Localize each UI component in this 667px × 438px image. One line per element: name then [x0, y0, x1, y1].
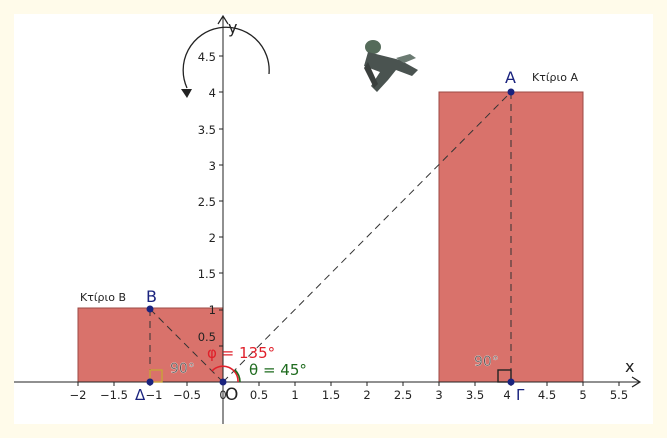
rotation-arrow-icon: [181, 26, 270, 98]
point-o: [219, 378, 227, 386]
x-tick-label: 3: [435, 388, 442, 402]
point-o-label: O: [225, 385, 238, 405]
dashed-oa: [222, 91, 512, 383]
x-axis-label: x: [625, 357, 634, 376]
x-tick-label: 1.5: [322, 388, 340, 402]
dashed-ob: [149, 308, 224, 383]
coordinate-diagram: −2 −1.5 −1 −0.5 0 0.5 1 1.5 2 2.5 3 3.5 …: [14, 14, 642, 424]
right-angle-label-a: 90°: [474, 354, 499, 370]
point-gamma: [507, 378, 515, 386]
point-delta-label: Δ: [135, 386, 146, 404]
y-tick-marks: [219, 55, 223, 347]
x-tick-label: 4.5: [538, 388, 556, 402]
x-tick-label: −1: [146, 388, 163, 402]
point-delta: [146, 378, 154, 386]
phi-arc: [211, 365, 239, 383]
x-tick-label: 0.5: [250, 388, 268, 402]
x-tick-label: 0: [219, 388, 226, 402]
x-tick-label: 5.5: [610, 388, 628, 402]
x-tick-label: 2: [363, 388, 370, 402]
y-tick-label: 2: [209, 231, 216, 245]
y-tick-label: 3.5: [198, 123, 216, 137]
theta-arc: [234, 369, 241, 383]
theta-label: θ = 45°: [249, 361, 307, 379]
point-gamma-label: Γ: [516, 386, 525, 404]
x-tick-label: −2: [70, 388, 87, 402]
right-angle-label-b: 90°: [170, 361, 195, 377]
diagram-frame: −2 −1.5 −1 −0.5 0 0.5 1 1.5 2 2.5 3 3.5 …: [14, 14, 653, 424]
y-tick-label: 4.5: [198, 50, 216, 64]
building-a-label: Κτίριο Α: [532, 71, 578, 84]
x-tick-label: 4: [503, 388, 510, 402]
y-tick-label: 1.5: [198, 267, 216, 281]
x-tick-marks: [77, 382, 620, 386]
building-b-label: Κτίριο Β: [80, 291, 126, 304]
x-tick-label: −0.5: [173, 388, 201, 402]
x-tick-label: 1: [291, 388, 298, 402]
y-tick-labels: 0.5 1 1.5 2 2.5 3 3.5 4 4.5: [198, 50, 216, 344]
x-tick-label: 2.5: [394, 388, 412, 402]
x-tick-label: −1.5: [100, 388, 128, 402]
point-b-label: B: [146, 287, 157, 306]
y-tick-label: 1: [209, 303, 216, 317]
point-a-label: A: [505, 68, 516, 87]
point-a: [507, 88, 515, 96]
x-tick-label: 3.5: [466, 388, 484, 402]
y-axis-arrow-icon: [217, 14, 229, 25]
y-tick-label: 0.5: [198, 330, 216, 344]
right-angle-marker-b: [149, 369, 163, 383]
point-b: [146, 305, 154, 313]
right-angle-marker-a: [497, 369, 512, 383]
x-axis-arrow-icon: [631, 376, 642, 388]
y-tick-label: 4: [209, 86, 216, 100]
y-tick-label: 3: [209, 159, 216, 173]
y-tick-label: 2.5: [198, 195, 216, 209]
x-tick-label: 5: [579, 388, 586, 402]
jumper-figure-icon: [364, 40, 418, 92]
x-tick-labels: −2 −1.5 −1 −0.5 0 0.5 1 1.5 2 2.5 3 3.5 …: [70, 388, 629, 402]
phi-label: φ = 135°: [207, 344, 275, 362]
